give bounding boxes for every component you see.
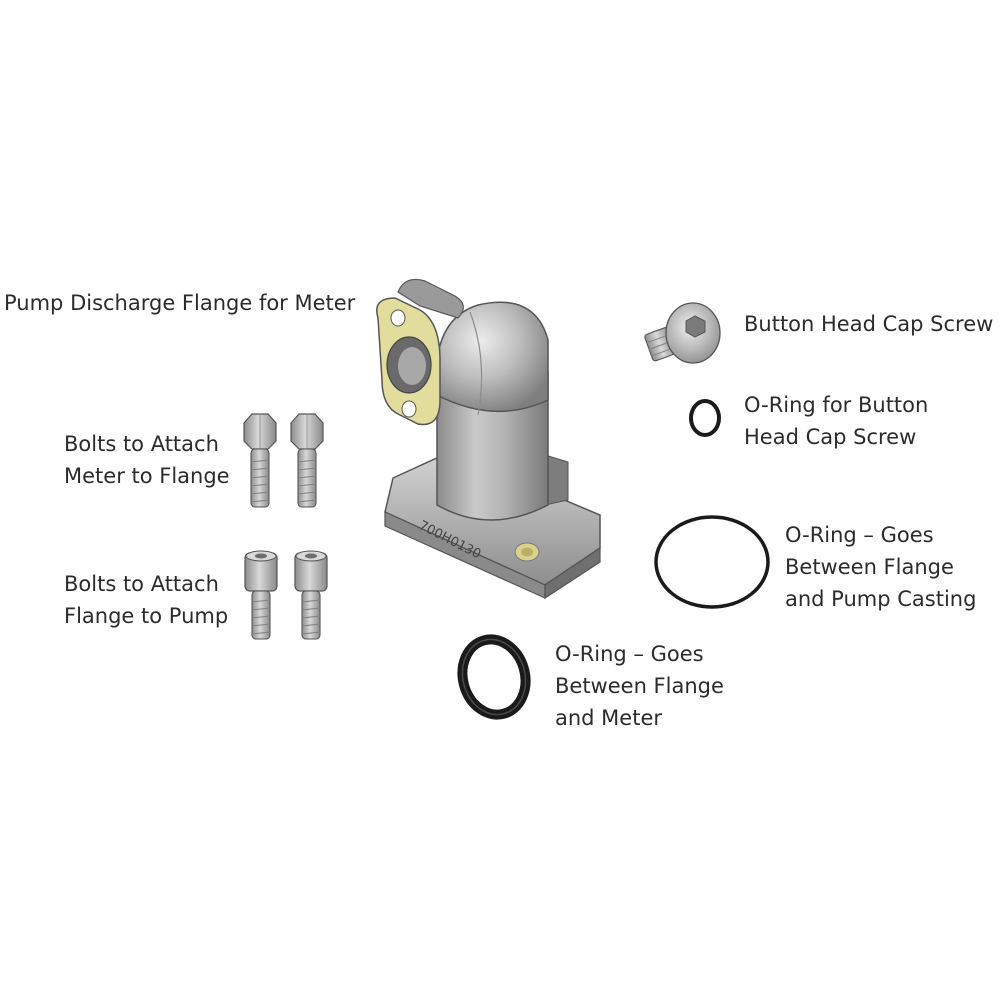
label-line: O-Ring – Goes xyxy=(785,523,934,547)
label-bolts-pump: Bolts to Attach Flange to Pump xyxy=(64,568,228,632)
pump-bolt-right xyxy=(294,550,328,640)
gasket-hole-top xyxy=(390,309,406,327)
label-button-screw: Button Head Cap Screw xyxy=(744,308,993,340)
label-line: Pump Discharge Flange for Meter xyxy=(4,291,356,315)
label-line: Between Flange xyxy=(555,674,724,698)
label-line: O-Ring for Button xyxy=(744,393,929,417)
meter-bolt-left xyxy=(243,413,277,508)
label-oring-screw: O-Ring for Button Head Cap Screw xyxy=(744,389,928,453)
pump-bolt-left xyxy=(244,550,278,640)
label-discharge-flange: Pump Discharge Flange for Meter xyxy=(4,287,355,319)
label-oring-meter: O-Ring – Goes Between Flange and Meter xyxy=(555,638,724,734)
meter-bolt-right xyxy=(290,413,324,508)
label-line: O-Ring – Goes xyxy=(555,642,704,666)
flange-base-front xyxy=(544,546,601,600)
gasket-hole-bottom xyxy=(401,400,417,418)
button-head-cap-screw xyxy=(644,302,721,364)
label-line: Between Flange xyxy=(785,555,954,579)
base-bolt-hole-center xyxy=(521,547,533,557)
label-line: and Meter xyxy=(555,706,663,730)
discharge-flange: 700H0130 xyxy=(376,278,601,600)
elbow-seam xyxy=(469,311,483,416)
label-line: Bolts to Attach xyxy=(64,572,219,596)
label-bolts-meter: Bolts to Attach Meter to Flange xyxy=(64,428,230,492)
oring-button-screw xyxy=(689,399,721,437)
label-line: Head Cap Screw xyxy=(744,425,917,449)
label-line: Button Head Cap Screw xyxy=(744,312,994,336)
label-line: Bolts to Attach xyxy=(64,432,219,456)
label-line: and Pump Casting xyxy=(785,587,977,611)
label-oring-pump: O-Ring – Goes Between Flange and Pump Ca… xyxy=(785,519,976,615)
outlet-bore-inner xyxy=(398,347,426,385)
oring-flange-pump xyxy=(654,515,770,609)
label-line: Flange to Pump xyxy=(64,604,229,628)
oring-flange-meter xyxy=(457,634,531,720)
flange-elbow xyxy=(435,301,549,413)
flange-rear-lug xyxy=(397,278,464,319)
label-line: Meter to Flange xyxy=(64,464,230,488)
